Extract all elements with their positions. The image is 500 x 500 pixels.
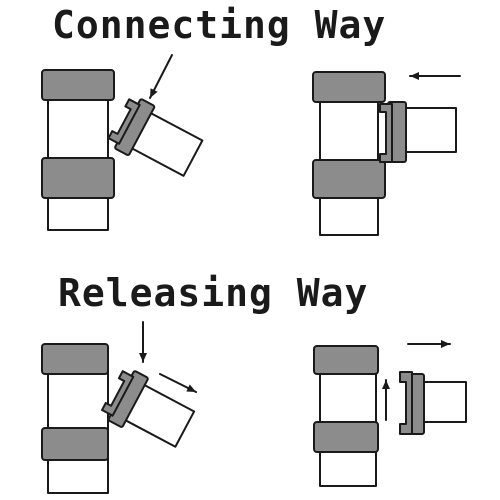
angled-side-pipe [101, 370, 196, 448]
right-down-arrow [159, 373, 197, 393]
vertical-pipe [313, 345, 379, 487]
angled-side-pipe [107, 98, 204, 177]
down-arrow [149, 54, 173, 99]
connect-step-1 [41, 54, 204, 231]
connect-step-2 [312, 71, 461, 236]
vertical-pipe [41, 343, 109, 494]
vertical-pipe [41, 69, 115, 231]
side-pipe [379, 101, 457, 163]
connecting-way-heading: Connecting Way [52, 3, 387, 47]
releasing-way-heading: Releasing Way [58, 271, 369, 315]
release-step-1 [41, 321, 197, 494]
side-pipe [399, 371, 467, 435]
release-step-2 [313, 340, 467, 487]
vertical-pipe [312, 71, 386, 236]
